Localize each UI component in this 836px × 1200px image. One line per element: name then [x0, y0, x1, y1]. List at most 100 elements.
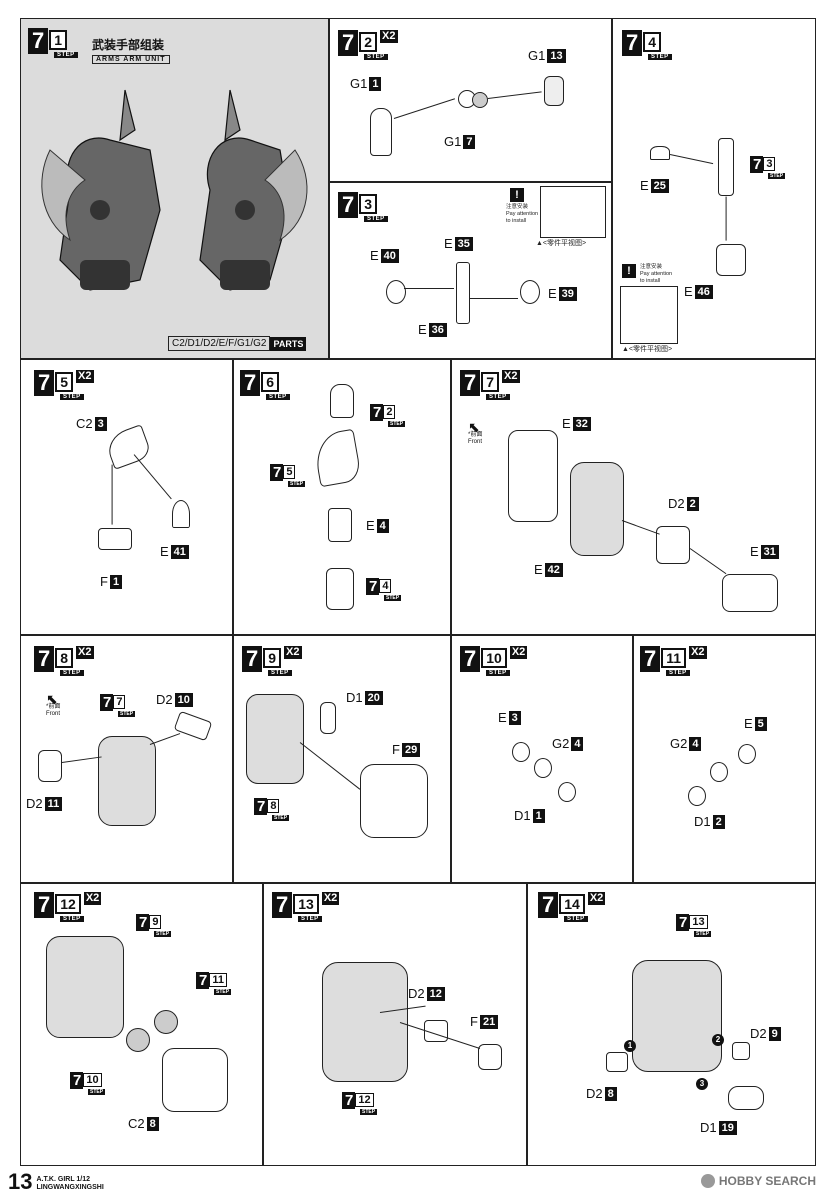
multiplier-badge: X2 [284, 646, 302, 659]
view-caption: ▲<零件平视图> [536, 240, 587, 247]
ref-substep: 7 [113, 695, 126, 709]
step-substep: 14 [559, 894, 585, 914]
step-7-6-badge: 7 6 STEP [240, 370, 290, 400]
small-part [732, 1042, 750, 1060]
step-substep: 11 [661, 648, 687, 668]
step-substep: 5 [55, 372, 74, 392]
part-runner: D1 [346, 690, 363, 705]
part-runner: E [750, 544, 759, 559]
forearm-part [98, 736, 156, 826]
watermark-text: HOBBY SEARCH [718, 1174, 816, 1188]
step-7-9-badge: 7 9 X2 STEP [242, 646, 302, 676]
ref-number: 7 [370, 404, 384, 421]
pin-part [320, 702, 336, 734]
step-word: STEP [154, 931, 172, 937]
part-runner: G1 [444, 134, 462, 149]
disc-part [558, 782, 576, 802]
front-en: Front [46, 711, 61, 717]
ref-substep: 11 [209, 973, 227, 987]
part-number: 1 [109, 574, 123, 589]
assembly-arrow [470, 298, 518, 300]
part-number: 35 [454, 236, 473, 251]
ball-part [154, 1010, 178, 1034]
step-number: 7 [622, 30, 643, 56]
sleeve-part [328, 508, 352, 542]
step-7-10-badge: 7 10 X2 STEP [460, 646, 528, 676]
armor-part [722, 574, 778, 612]
warning-icon: ! [510, 188, 524, 202]
part-number: 41 [170, 544, 189, 559]
ref-number: 7 [136, 914, 150, 931]
step-7-5-badge: 7 5 X2 STEP [34, 370, 94, 400]
fin-part [172, 500, 190, 528]
step-word: STEP [54, 52, 78, 58]
assembly-arrow [111, 464, 113, 525]
multiplier-badge: X2 [689, 646, 707, 659]
multiplier-badge: X2 [380, 30, 398, 43]
part-runner: D2 [668, 496, 685, 511]
part-number: 7 [463, 134, 476, 149]
divider [611, 18, 613, 358]
part-number: 4 [376, 518, 389, 533]
part-runner: E [498, 710, 507, 725]
ref-number: 7 [366, 578, 380, 595]
order-marker: 3 [696, 1078, 708, 1090]
order-marker: 1 [624, 1040, 636, 1052]
divider [20, 634, 816, 636]
step-word: STEP [648, 54, 672, 60]
side-plate-part [38, 750, 62, 782]
order-marker: 2 [712, 1034, 724, 1046]
step-7-3-badge: 7 3 STEP [338, 192, 388, 222]
part-number: 12 [426, 986, 445, 1001]
step-number: 7 [460, 370, 481, 396]
part-number: 39 [558, 286, 577, 301]
divider [526, 882, 528, 1166]
part-side-view-box [540, 186, 606, 238]
hand-part [370, 108, 392, 156]
part-runner: D2 [26, 796, 43, 811]
forearm-core-part [570, 462, 624, 556]
cap-part [520, 280, 540, 304]
part-number: 32 [572, 416, 591, 431]
part-runner: E [548, 286, 557, 301]
cap-part [386, 280, 406, 304]
ref-substep: 8 [267, 799, 280, 813]
part-number: 4 [689, 736, 702, 751]
note-en: to install [506, 218, 527, 224]
parts-list: C2/D1/D2/E/F/G1/G2 [168, 336, 271, 351]
part-number: 10 [174, 692, 193, 707]
part-runner: F [392, 742, 400, 757]
part-runner: F [470, 1014, 478, 1029]
view-caption: ▲<零件平视图> [622, 346, 673, 353]
step-7-7-badge: 7 7 X2 STEP [460, 370, 520, 400]
step-number: 7 [272, 892, 293, 918]
step-substep: 13 [293, 894, 319, 914]
part-number: 31 [760, 544, 779, 559]
step-substep: 1 [49, 30, 68, 50]
divider [328, 18, 330, 358]
part-runner: E [534, 562, 543, 577]
step-7-1-badge: 7 1 STEP [28, 28, 78, 58]
forearm-part [632, 960, 722, 1072]
part-runner: D2 [750, 1026, 767, 1041]
step-number: 7 [338, 30, 359, 56]
step-word: STEP [60, 670, 84, 676]
step-substep: 4 [643, 32, 662, 52]
part-runner: D1 [700, 1120, 717, 1135]
step-substep: 7 [481, 372, 500, 392]
guard-part [728, 1086, 764, 1110]
part-number: 8 [604, 1086, 617, 1101]
divider [232, 358, 234, 634]
note-en: Pay attention [640, 271, 673, 277]
